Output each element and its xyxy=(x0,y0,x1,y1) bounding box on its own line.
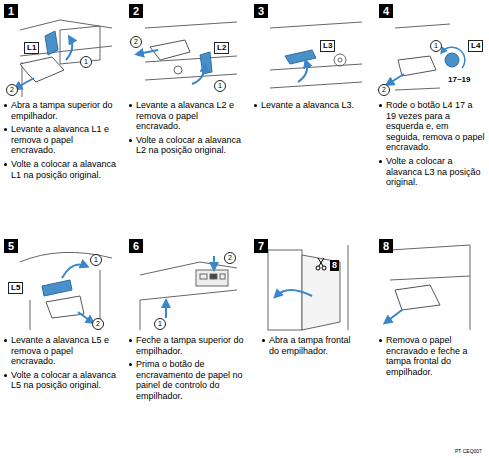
caption-bullet-item: Prima o botão de encravamento de papel n… xyxy=(129,359,257,401)
panel-3-sketch xyxy=(270,22,362,88)
step-number: 1 xyxy=(4,4,18,18)
step-panel: 8Remova o papel encravado e feche a tamp… xyxy=(377,237,485,380)
callout-number: 1 xyxy=(80,56,92,68)
step-number: 2 xyxy=(129,4,143,18)
panel-1-sketch xyxy=(16,20,112,97)
step-panel: 2Levante a alavanca L2 e remova o papel … xyxy=(127,2,245,158)
bullet-dot xyxy=(254,104,257,107)
bullet-dot xyxy=(4,104,7,107)
step-panel: 1Abra a tampa superior do empilhador. Lev… xyxy=(2,2,120,183)
step-caption: Levante a alavanca L5 e remova o papel e… xyxy=(4,335,120,391)
caption-bullet-item: Abra a tampa frontal do empilhador. xyxy=(262,335,362,356)
caption-bullet-item: Levante a alavanca L3. xyxy=(254,100,370,111)
caption-bullet-item: Volte a colocar a alavanca L5 na posição… xyxy=(4,370,120,391)
caption-bullet-item: Levante a alavanca L2 e remova o papel e… xyxy=(129,100,245,132)
step-caption: Levante a alavanca L3. xyxy=(254,100,370,111)
instruction-text: Feche a tampa superior do empilhador. xyxy=(136,335,244,356)
step-number: 7 xyxy=(254,239,268,253)
callout-number: 2 xyxy=(130,36,142,48)
step-caption: Feche a tampa superior do empilhador. Pri… xyxy=(129,335,257,402)
panel-2-sketch xyxy=(138,22,237,84)
jam-symbol xyxy=(316,258,326,270)
step-caption: Abra a tampa superior do empilhador. Leva… xyxy=(4,100,120,180)
step-number: 4 xyxy=(379,4,393,18)
step-number: 5 xyxy=(4,239,18,253)
step-caption: Remova o papel encravado e feche a tampa… xyxy=(379,335,485,377)
step-panel: 6Feche a tampa superior do empilhador. Pr… xyxy=(127,237,257,404)
bullet-dot xyxy=(379,160,382,163)
instruction-text: Prima o botão de encravamento de papel n… xyxy=(136,359,243,401)
bullet-dot xyxy=(129,339,132,342)
instruction-text: Abra a tampa superior do empilhador. xyxy=(11,100,113,121)
callout-number: 1 xyxy=(430,40,442,52)
bullet-dot xyxy=(4,374,7,377)
caption-bullet-item: Levante a alavanca L1 e remova o papel e… xyxy=(4,124,120,156)
panel-7-sketch xyxy=(268,245,348,330)
callout-number: 1 xyxy=(90,254,102,266)
symbol-number: 8 xyxy=(330,260,339,271)
bullet-dot xyxy=(4,163,7,166)
lever-label: L2 xyxy=(214,42,229,54)
caption-bullet-item: Volte a colocar a alavanca L1 na posição… xyxy=(4,159,120,180)
step-panel: 5Levante a alavanca L5 e remova o papel … xyxy=(2,237,120,393)
bullet-dot xyxy=(129,363,132,366)
instruction-text: Remova o papel encravado e feche a tampa… xyxy=(386,335,468,377)
bullet-dot xyxy=(262,339,265,342)
caption-bullet-item: Volte a colocar a alavanca L2 na posição… xyxy=(129,135,245,156)
instruction-text: Abra a tampa frontal do empilhador. xyxy=(269,335,351,356)
bullet-dot xyxy=(4,339,7,342)
lever-label: L4 xyxy=(468,40,483,52)
step-number: 6 xyxy=(129,239,143,253)
step-caption: Levante a alavanca L2 e remova o papel e… xyxy=(129,100,245,156)
turn-count: 17~19 xyxy=(447,76,471,84)
step-panel: 4Rode o botão L4 17 a 19 vezes para a es… xyxy=(377,2,485,190)
instruction-text: Levante a alavanca L5 e remova o papel e… xyxy=(11,335,109,366)
step-number: 8 xyxy=(379,239,393,253)
instruction-text: Volte a colocar a alavanca L5 na posição… xyxy=(11,370,116,391)
instruction-text: Volte a colocar a alavanca L3 na posição… xyxy=(386,156,481,187)
bullet-dot xyxy=(379,104,382,107)
caption-bullet-item: Rode o botão L4 17 a 19 vezes para a esq… xyxy=(379,100,485,153)
callout-number: 1 xyxy=(214,80,226,92)
bullet-dot xyxy=(129,104,132,107)
callout-number: 2 xyxy=(92,318,104,330)
lever-label: L1 xyxy=(24,42,39,54)
instruction-text: Levante a alavanca L1 e remova o papel e… xyxy=(11,124,109,155)
figure-code: PT CEQ007 xyxy=(455,449,482,454)
caption-bullet-item: Feche a tampa superior do empilhador. xyxy=(129,335,257,356)
bullet-dot xyxy=(379,339,382,342)
panel-6-sketch xyxy=(140,256,237,330)
bullet-dot xyxy=(129,139,132,142)
lever-label: L3 xyxy=(320,40,335,52)
bullet-dot xyxy=(4,128,7,131)
instruction-text: Levante a alavanca L3. xyxy=(261,100,354,110)
lever-label: L5 xyxy=(8,282,23,294)
caption-bullet-item: Volte a colocar a alavanca L3 na posição… xyxy=(379,156,485,188)
callout-number: 1 xyxy=(154,318,166,330)
callout-number: 2 xyxy=(6,84,18,96)
instruction-text: Volte a colocar a alavanca L2 na posição… xyxy=(136,135,241,156)
callout-number: 2 xyxy=(378,84,390,96)
instruction-text: Volte a colocar a alavanca L1 na posição… xyxy=(11,159,116,180)
instruction-text: Levante a alavanca L2 e remova o papel e… xyxy=(136,100,234,131)
step-panel: 7Abra a tampa frontal do empilhador. xyxy=(252,237,362,359)
step-number: 3 xyxy=(254,4,268,18)
instruction-text: Rode o botão L4 17 a 19 vezes para a esq… xyxy=(386,100,485,152)
panel-8-sketch xyxy=(386,245,470,330)
step-panel: 3Levante a alavanca L3. xyxy=(252,2,370,113)
callout-number: 2 xyxy=(224,252,236,264)
caption-bullet-item: Levante a alavanca L5 e remova o papel e… xyxy=(4,335,120,367)
caption-bullet-item: Abra a tampa superior do empilhador. xyxy=(4,100,120,121)
caption-bullet-item: Remova o papel encravado e feche a tampa… xyxy=(379,335,485,377)
step-caption: Rode o botão L4 17 a 19 vezes para a esq… xyxy=(379,100,485,188)
panel-5-sketch xyxy=(20,252,112,330)
step-caption: Abra a tampa frontal do empilhador. xyxy=(262,335,362,356)
